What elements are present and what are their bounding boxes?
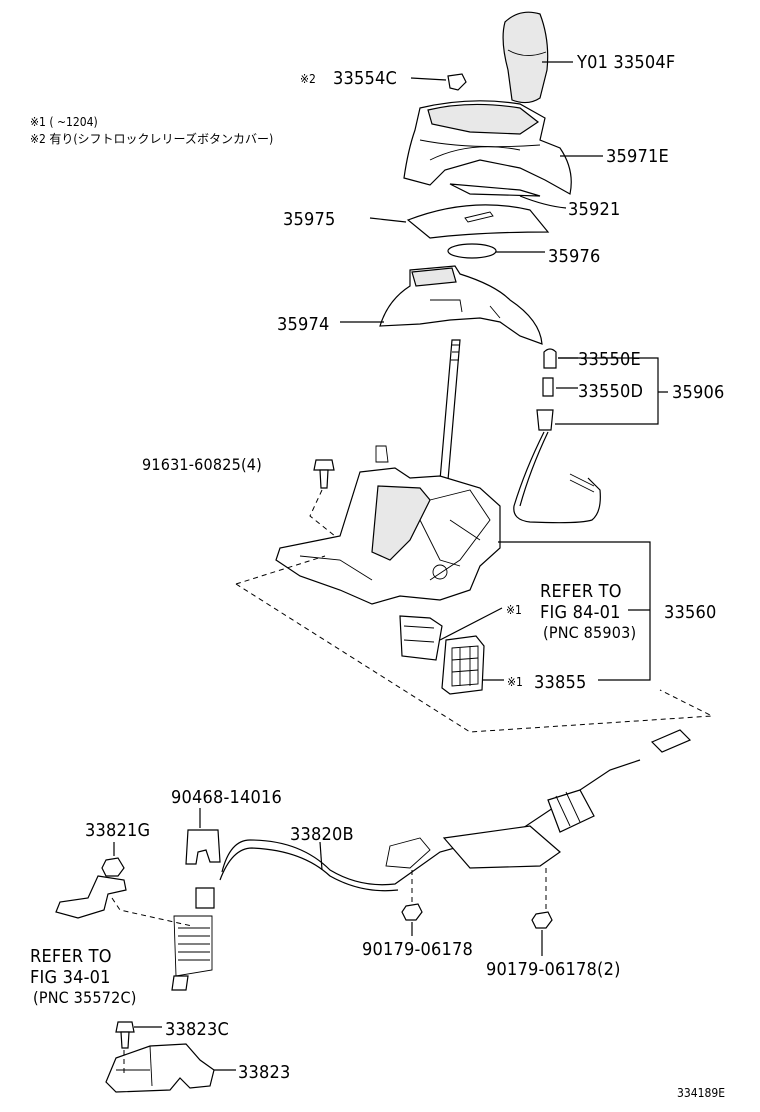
ref2-line2: FIG 34-01 [30, 967, 111, 988]
ref2-line3: (PNC 35572C) [33, 988, 137, 1007]
bulb-33550d[interactable] [542, 377, 554, 397]
control-cable[interactable] [171, 729, 692, 991]
ref1-line2: FIG 84-01 [540, 602, 621, 623]
label-35976[interactable]: 35976 [548, 246, 601, 267]
marker-star1-b: ※1 [507, 675, 523, 689]
label-33823[interactable]: 33823 [238, 1062, 291, 1083]
label-35974[interactable]: 35974 [277, 314, 330, 335]
bulb-33550e[interactable] [543, 348, 557, 369]
release-button-cover[interactable] [447, 73, 467, 91]
label-y01-33504f[interactable]: Y01 33504F [576, 52, 675, 73]
indicator-housing[interactable] [379, 265, 543, 345]
label-33550d[interactable]: 33550D [578, 381, 643, 402]
note-2: ※2 有り(シフトロックレリーズボタンカバー) [30, 131, 273, 146]
indicator-plate[interactable] [449, 183, 541, 197]
label-35971e[interactable]: 35971E [606, 146, 669, 167]
shift-lever-assembly[interactable] [275, 445, 501, 605]
label-33820b[interactable]: 33820B [290, 824, 354, 845]
ref1-line3: (PNC 85903) [543, 623, 636, 642]
diagram-id: 334189E [677, 1086, 725, 1100]
bolt-33823c[interactable] [115, 1021, 135, 1049]
nut-90179-a[interactable] [401, 903, 423, 921]
mounting-bracket-33823[interactable] [105, 1043, 215, 1093]
label-33554c[interactable]: 33554C [333, 68, 397, 89]
shift-lock-solenoid[interactable] [441, 635, 485, 695]
label-90179-06178-a[interactable]: 90179-06178 [362, 939, 473, 960]
note-1: ※1 ( ~1204) [30, 115, 98, 129]
label-35906[interactable]: 35906 [672, 382, 725, 403]
ref1-line1: REFER TO [540, 581, 622, 602]
clip-90468[interactable] [185, 829, 221, 865]
label-33550e[interactable]: 33550E [578, 349, 641, 370]
shift-lock-computer[interactable] [399, 615, 443, 661]
label-33560[interactable]: 33560 [664, 602, 717, 623]
label-91631-60825[interactable]: 91631-60825(4) [142, 455, 262, 474]
screw-91631[interactable] [313, 459, 335, 489]
label-35975[interactable]: 35975 [283, 209, 336, 230]
nut-33821g[interactable] [101, 857, 125, 877]
label-33821g[interactable]: 33821G [85, 820, 150, 841]
marker-star2: ※2 [300, 72, 316, 86]
dust-cover-disc[interactable] [447, 243, 497, 259]
label-90179-06178-b[interactable]: 90179-06178(2) [486, 959, 621, 980]
label-33823c[interactable]: 33823C [165, 1019, 229, 1040]
shift-lever-rod[interactable] [439, 339, 461, 481]
slide-plate[interactable] [406, 204, 550, 239]
nut-90179-b[interactable] [531, 911, 553, 929]
cable-bracket[interactable] [55, 875, 127, 919]
shift-knob[interactable] [502, 11, 549, 104]
ref2-line1: REFER TO [30, 946, 112, 967]
label-35921[interactable]: 35921 [568, 199, 621, 220]
label-33855[interactable]: 33855 [534, 672, 587, 693]
marker-star1-a: ※1 [506, 603, 522, 617]
label-90468-14016[interactable]: 90468-14016 [171, 787, 282, 808]
upper-housing[interactable] [403, 100, 572, 195]
bulb-socket-harness[interactable] [513, 409, 601, 524]
